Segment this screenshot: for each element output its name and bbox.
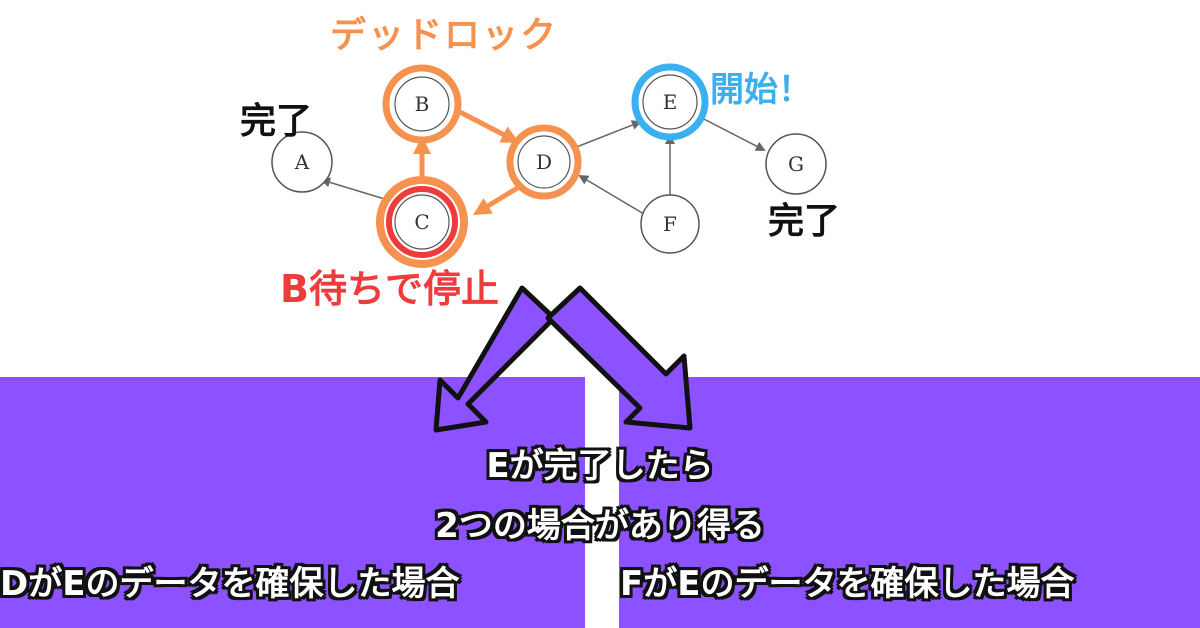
edge-e-g — [697, 115, 766, 151]
node-d-label: D — [536, 150, 552, 174]
panel-right — [619, 377, 1200, 628]
node-b-label: B — [415, 92, 430, 116]
node-c: C — [376, 176, 468, 268]
big-arrow-right — [545, 285, 693, 431]
node-a: A — [271, 131, 333, 193]
graph-edges — [320, 115, 766, 215]
node-f: F — [640, 194, 700, 254]
node-g: G — [765, 133, 827, 195]
node-f-label: F — [663, 212, 677, 236]
waiting-label: B待ちで停止 — [280, 267, 499, 311]
node-e: E — [631, 63, 709, 141]
node-b: B — [382, 64, 462, 144]
panel-left — [0, 377, 585, 628]
edge-b-d — [454, 107, 520, 143]
node-e-label: E — [663, 90, 678, 114]
done-a-label: 完了 — [240, 101, 313, 142]
edge-f-d — [578, 174, 645, 215]
edge-d-c — [472, 181, 526, 216]
node-a-label: A — [294, 150, 310, 174]
deadlock-label: デッドロック — [330, 15, 559, 56]
node-g-label: G — [788, 152, 804, 176]
explanation-line1: Eが完了したら — [486, 446, 714, 486]
deadlock-edges — [413, 107, 526, 216]
start-label: 開始！ — [710, 70, 812, 110]
case-f-label: FがEのデータを確保した場合 — [620, 564, 1075, 604]
explanation-line2: 2つの場合があり得る — [435, 506, 765, 546]
node-d: D — [506, 124, 582, 200]
edge-c-a — [320, 177, 389, 201]
edge-d-e — [573, 120, 642, 149]
done-g-label: 完了 — [768, 201, 841, 242]
big-arrow-left — [433, 285, 557, 433]
graph-nodes: A B C D E — [271, 63, 827, 268]
case-d-label: DがEのデータを確保した場合 — [0, 564, 460, 604]
node-c-label: C — [414, 210, 429, 234]
